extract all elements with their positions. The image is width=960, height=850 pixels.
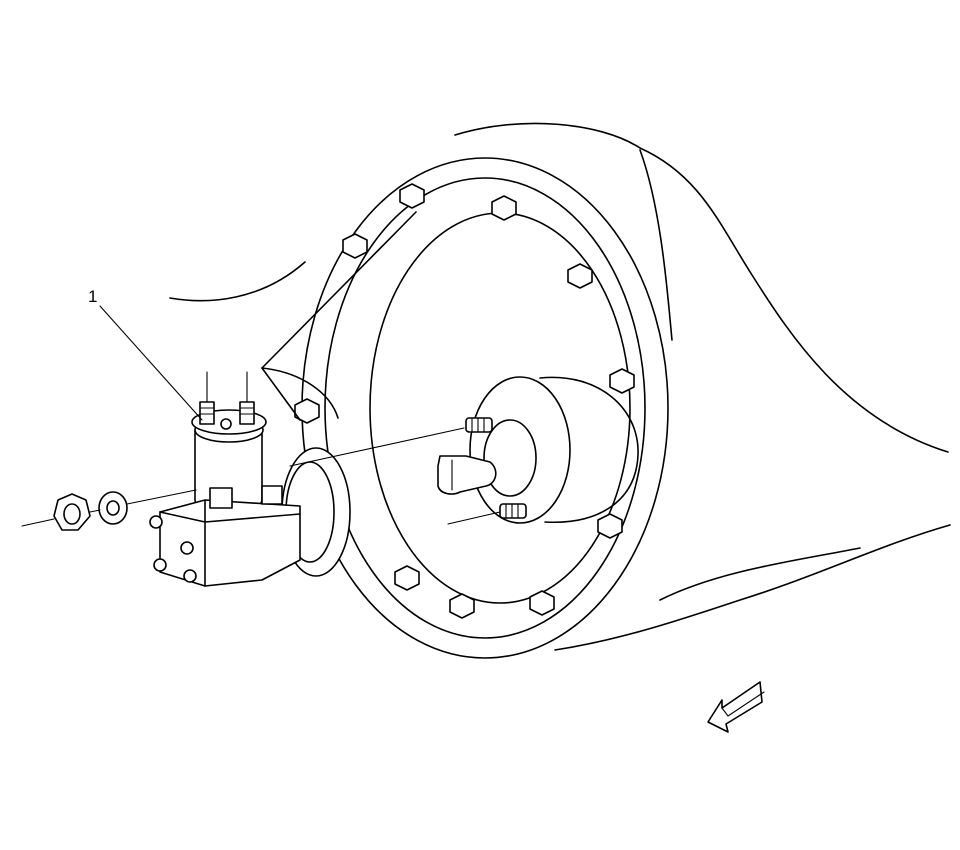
assembly-centerline (21, 427, 501, 527)
callout-leader-line (99, 305, 203, 421)
terminal-stud (199, 401, 215, 425)
terminal-stud (239, 401, 255, 425)
block-bolt (180, 541, 194, 555)
hub-bolt (449, 593, 475, 619)
hub-bolt (399, 183, 425, 209)
hub-bolt (394, 565, 420, 591)
callout-1: 1 (88, 287, 203, 421)
hub-bolt (342, 233, 368, 259)
direction-arrow-icon (707, 681, 765, 733)
nut-and-washer (53, 491, 128, 531)
hub-bolt (491, 195, 517, 221)
block-bolt (149, 515, 163, 529)
hub-bolt (609, 368, 635, 394)
hub-bolts (294, 183, 635, 619)
sensor-assembly (149, 371, 351, 587)
callout-number: 1 (88, 287, 97, 306)
hub-bolt (294, 398, 320, 424)
housing-cone (261, 211, 417, 421)
hub-bolt (567, 263, 593, 289)
hub-bolt (529, 590, 555, 616)
block-bolt (153, 558, 167, 572)
washer (98, 491, 128, 525)
axle-housing (169, 122, 951, 651)
hub-bolt (597, 513, 623, 539)
hub-center (437, 376, 639, 524)
block-bolt (183, 569, 197, 583)
nut (53, 493, 91, 531)
